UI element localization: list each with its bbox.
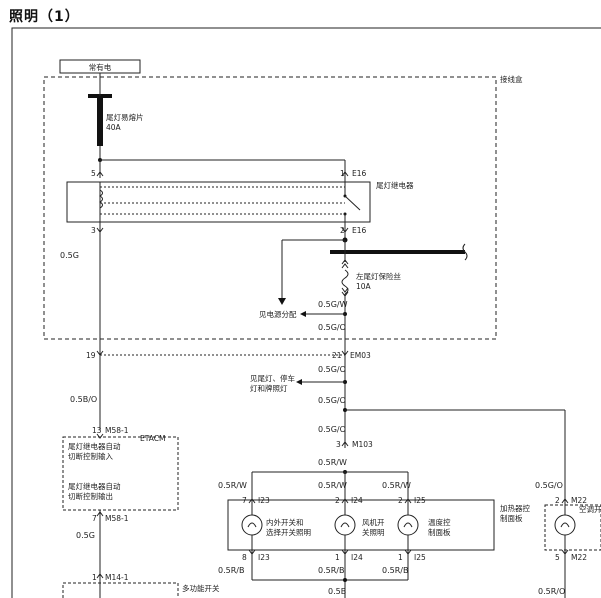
pin-E16-top: E16 — [352, 169, 367, 178]
pin-2-M22: 2 — [555, 496, 560, 505]
ac-switch-box — [544, 504, 601, 551]
page-title: 照明（1） — [9, 9, 80, 25]
wire-0.5B: 0.5B — [328, 587, 346, 596]
always-on-label: 常有电 — [89, 62, 112, 72]
pin-M22-top: M22 — [571, 496, 587, 505]
pin-19: 19 — [86, 351, 96, 360]
pin-3-M103: 3 — [336, 440, 341, 449]
lamp1-label-2: 选择开关照明 — [266, 527, 311, 537]
etacm-label: ETACM — [140, 434, 165, 443]
wire-0.5R-B-b: 0.5R/B — [318, 566, 344, 575]
pin-I25-bottom: I25 — [414, 553, 426, 562]
tail-fuse-name: 尾灯易熔片 — [106, 112, 144, 122]
pin-1-I24: 1 — [335, 553, 340, 562]
pin-M58-1-bottom: M58-1 — [105, 514, 129, 523]
left-fuse-rating: 10A — [356, 282, 372, 291]
wire-0.5G-O-d: 0.5G/O — [318, 425, 346, 434]
pin-M103: M103 — [352, 440, 373, 449]
fuse-symbol — [341, 269, 349, 295]
lamp1-label-1: 内外开关和 — [266, 517, 304, 527]
etacm-output-2: 切断控制输出 — [68, 491, 113, 501]
lamp2-label-2: 关照明 — [362, 527, 385, 537]
wire-0.5R-W-d: 0.5R/W — [382, 481, 411, 490]
wire-0.5G-W: 0.5G/W — [318, 300, 348, 309]
pin-5: 5 — [91, 169, 96, 178]
wire-0.5R-B-a: 0.5R/B — [218, 566, 244, 575]
pin-I25-top: I25 — [414, 496, 426, 505]
wire-0.5G-b: 0.5G — [76, 531, 95, 540]
see-tail-stop-1: 见尾灯、停车 — [250, 373, 295, 383]
pin-M22-bottom: M22 — [571, 553, 587, 562]
pin-2: 2 — [340, 226, 345, 235]
arrow-left — [300, 311, 306, 317]
pin-5-M22: 5 — [555, 553, 560, 562]
pin-I24-top: I24 — [351, 496, 363, 505]
multi-switch-label: 多功能开关 — [182, 583, 220, 593]
wire-0.5G-O-b: 0.5G/O — [318, 365, 346, 374]
left-fuse-name: 左尾灯保险丝 — [356, 271, 401, 281]
multi-switch-box — [62, 582, 179, 598]
lamp-icon-2 — [334, 514, 356, 536]
lamp2-label-1: 风机开 — [362, 517, 385, 527]
junction-box-label: 接线盒 — [500, 74, 523, 84]
relay-coil — [99, 189, 103, 209]
pin-I23-bottom: I23 — [258, 553, 270, 562]
tail-relay-label: 尾灯继电器 — [376, 180, 414, 190]
relay-switch — [344, 195, 361, 211]
heater-panel-2: 制面板 — [500, 513, 523, 523]
heater-panel-box — [227, 499, 495, 551]
tail-fuse-rating: 40A — [106, 123, 122, 132]
lamp3-label-2: 制面板 — [428, 527, 451, 537]
wire-0.5R-W-c: 0.5R/W — [318, 481, 347, 490]
wire-0.5G-O-c: 0.5G/O — [318, 396, 346, 405]
lamp3-label-1: 温度控 — [428, 517, 451, 527]
wire-0.5R-O: 0.5R/O — [538, 587, 565, 596]
lamp-icon-1 — [241, 514, 263, 536]
wire-0.5G: 0.5G — [60, 251, 79, 260]
pin-7-I23: 7 — [242, 496, 247, 505]
fusible-link-body — [97, 98, 103, 146]
pin-M14-1: M14-1 — [105, 573, 129, 582]
pin-EM03: EM03 — [350, 351, 371, 360]
see-power-dist: 见电源分配 — [259, 309, 297, 319]
see-tail-stop-2: 灯和牌照灯 — [250, 383, 288, 393]
pin-I23-top: I23 — [258, 496, 270, 505]
pin-13: 13 — [92, 426, 102, 435]
wire-0.5G-O-a: 0.5G/O — [318, 323, 346, 332]
diagram-frame — [11, 27, 601, 598]
pin-1-I25: 1 — [398, 553, 403, 562]
pin-1-M14: 1 — [92, 573, 97, 582]
pin-1: 1 — [340, 169, 345, 178]
etacm-output-1: 尾灯继电器自动 — [68, 481, 121, 491]
etacm-input-2: 切断控制输入 — [68, 451, 113, 461]
pin-21: 21 — [332, 351, 342, 360]
pin-7: 7 — [92, 514, 97, 523]
etacm-input-1: 尾灯继电器自动 — [68, 441, 121, 451]
etacm-box — [62, 436, 179, 511]
lamp-icon-3 — [397, 514, 419, 536]
pin-E16-bottom: E16 — [352, 226, 367, 235]
pin-2-I25: 2 — [398, 496, 403, 505]
pin-8: 8 — [242, 553, 247, 562]
junction-box — [43, 76, 497, 340]
lamp-icon-4 — [554, 514, 576, 536]
wire-0.5G-O-e: 0.5G/O — [535, 481, 563, 490]
heater-panel-1: 加热器控 — [500, 503, 530, 513]
pin-M58-1-top: M58-1 — [105, 426, 129, 435]
arrow-down — [278, 298, 286, 305]
wire-0.5R-W-a: 0.5R/W — [318, 458, 347, 467]
wire-0.5B-O: 0.5B/O — [70, 395, 97, 404]
tail-relay-box — [66, 181, 371, 223]
wire-0.5R-W-b: 0.5R/W — [218, 481, 247, 490]
ac-label: 空调开 — [579, 504, 601, 514]
pin-2-I24: 2 — [335, 496, 340, 505]
wire-0.5R-B-c: 0.5R/B — [382, 566, 408, 575]
pin-3: 3 — [91, 226, 96, 235]
pin-I24-bottom: I24 — [351, 553, 363, 562]
